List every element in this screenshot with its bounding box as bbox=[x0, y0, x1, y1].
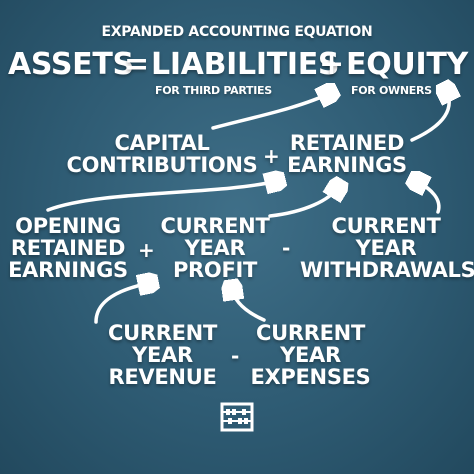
opening-retained-earnings-label: OPENING RETAINED EARNINGS bbox=[8, 214, 128, 282]
retained-earnings-label: RETAINED EARNINGS bbox=[287, 131, 407, 177]
current-year-expenses-label: CURRENT YEAR EXPENSES bbox=[250, 321, 371, 389]
plus-sign: + bbox=[319, 47, 344, 82]
liabilities-label: LIABILITIES bbox=[151, 47, 340, 82]
liabilities-note: FOR THIRD PARTIES bbox=[155, 84, 272, 97]
equals-sign: = bbox=[124, 47, 149, 82]
retained-plus-sign: + bbox=[138, 238, 155, 262]
retained-minus-sign: - bbox=[282, 236, 291, 260]
profit-minus-sign: - bbox=[231, 344, 240, 368]
current-year-withdrawals-label: CURRENT YEAR WITHDRAWALS bbox=[300, 214, 474, 282]
arrow-profit-to-retained bbox=[268, 187, 338, 218]
abacus-icon bbox=[220, 402, 254, 432]
current-year-profit-label: CURRENT YEAR PROFIT bbox=[160, 214, 270, 282]
equity-plus-sign: + bbox=[263, 144, 280, 168]
diagram-header: EXPANDED ACCOUNTING EQUATION bbox=[101, 24, 373, 40]
arrow-revenue-to-profit bbox=[94, 283, 150, 324]
equity-note: FOR OWNERS bbox=[351, 84, 432, 97]
arrow-retained-to-equity bbox=[410, 90, 449, 142]
arrow-withdrawals-to-retained bbox=[416, 181, 441, 214]
current-year-revenue-label: CURRENT YEAR REVENUE bbox=[108, 321, 217, 389]
arrow-expenses-to-profit bbox=[232, 288, 266, 322]
assets-label: ASSETS bbox=[8, 47, 134, 82]
arrow-opening-to-retained bbox=[46, 181, 277, 212]
capital-contributions-label: CAPITAL CONTRIBUTIONS bbox=[66, 131, 258, 177]
equity-label: EQUITY bbox=[346, 47, 468, 82]
arrow-capital-to-equity bbox=[211, 93, 330, 130]
